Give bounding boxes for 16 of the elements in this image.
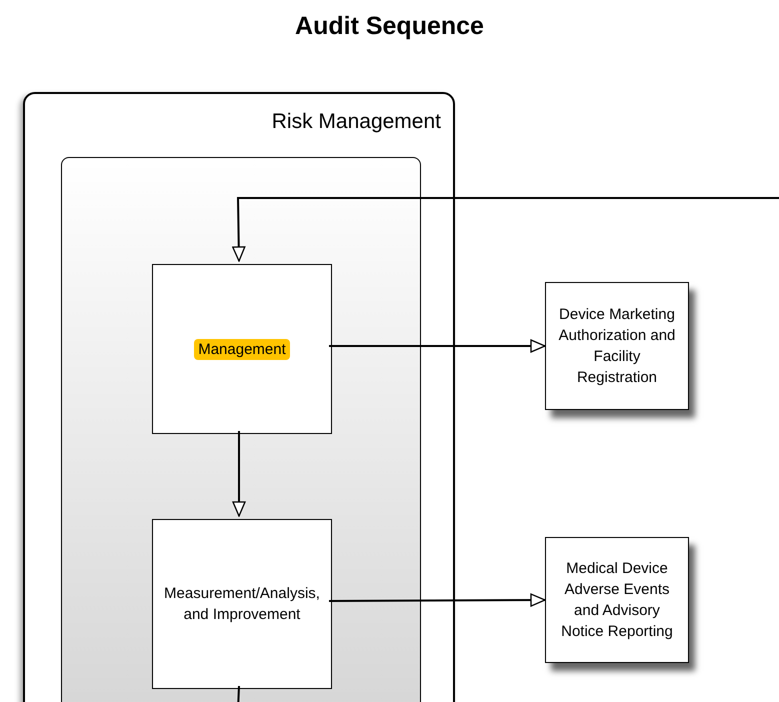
group-panel bbox=[61, 157, 421, 702]
connector-arrow bbox=[232, 197, 779, 262]
group-container bbox=[23, 92, 455, 702]
connector-arrow bbox=[329, 593, 546, 607]
process-box bbox=[152, 519, 332, 689]
connector-arrow bbox=[329, 339, 546, 353]
process-box bbox=[152, 264, 332, 434]
connector-arrow bbox=[232, 431, 246, 517]
diagram-title: Audit Sequence bbox=[294, 11, 485, 42]
box-label: Measurement/Analysis, and Improvement bbox=[163, 584, 321, 625]
process-box bbox=[545, 282, 689, 410]
process-box bbox=[545, 537, 689, 663]
group-title: Risk Management bbox=[272, 109, 441, 135]
box-label: Medical Device Adverse Events and Advisory Notice Reporting bbox=[560, 559, 674, 642]
highlighted-label: Management bbox=[194, 338, 290, 360]
box-label: Device Marketing Authorization and Facility Registration bbox=[558, 305, 676, 388]
